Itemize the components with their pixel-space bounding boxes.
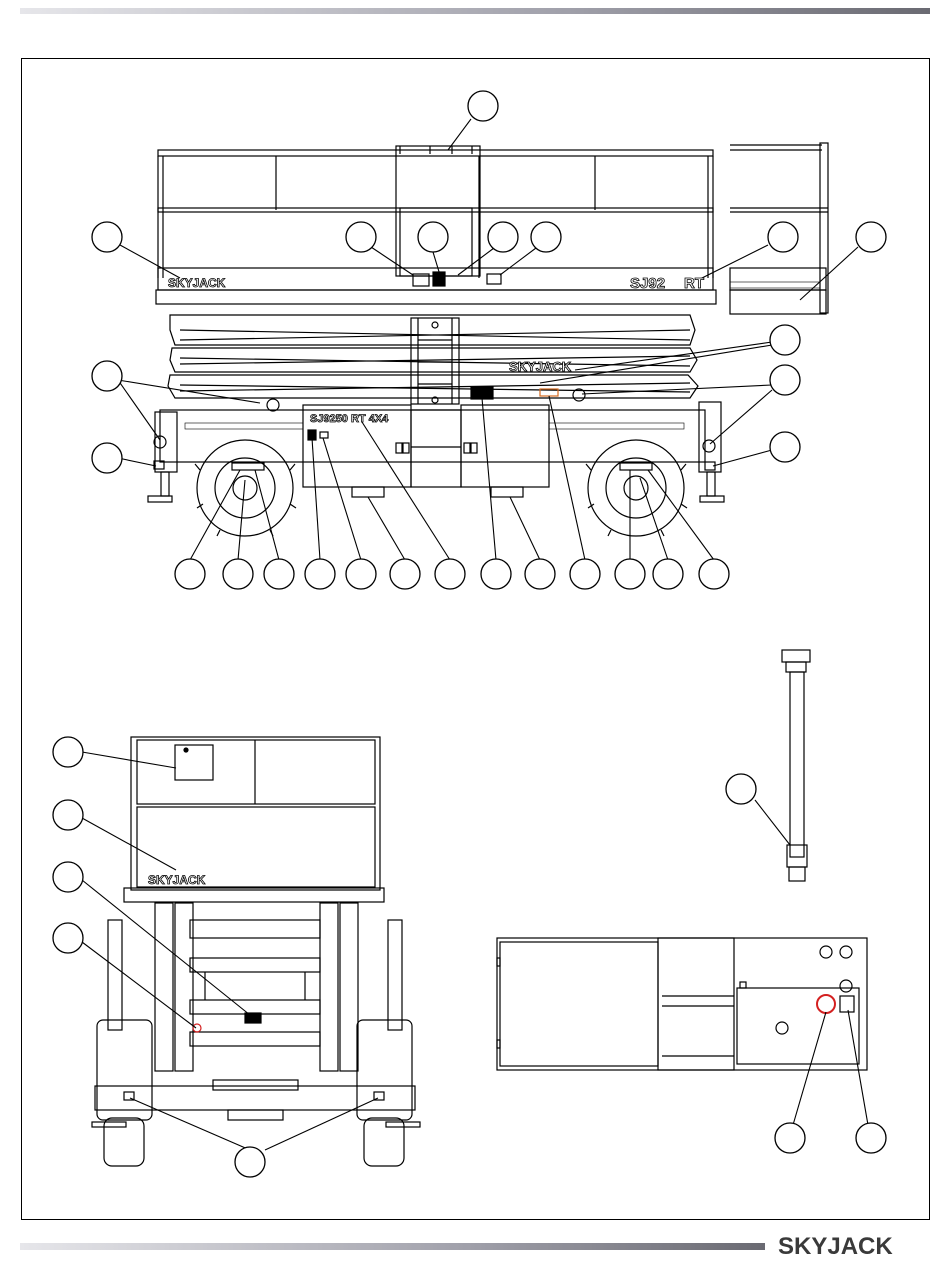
model-badge-2: RT [684,275,704,292]
column-detail [782,650,810,881]
leader-lines [82,119,868,1150]
end-view-brand-decal: SKYJACK [148,873,206,887]
side-view [148,143,828,536]
platform-brand-decal: SKYJACK [168,276,226,290]
model-badge-1: SJ92 [630,275,665,292]
skyjack-logo: SKYJACK [778,1233,893,1261]
scissor-brand-decal: SKYJACK [509,359,572,374]
chassis-model-decal: SJ9250 RT 4X4 [310,413,389,425]
footer-gradient-bar [20,1243,765,1250]
control-box-detail [497,938,867,1070]
